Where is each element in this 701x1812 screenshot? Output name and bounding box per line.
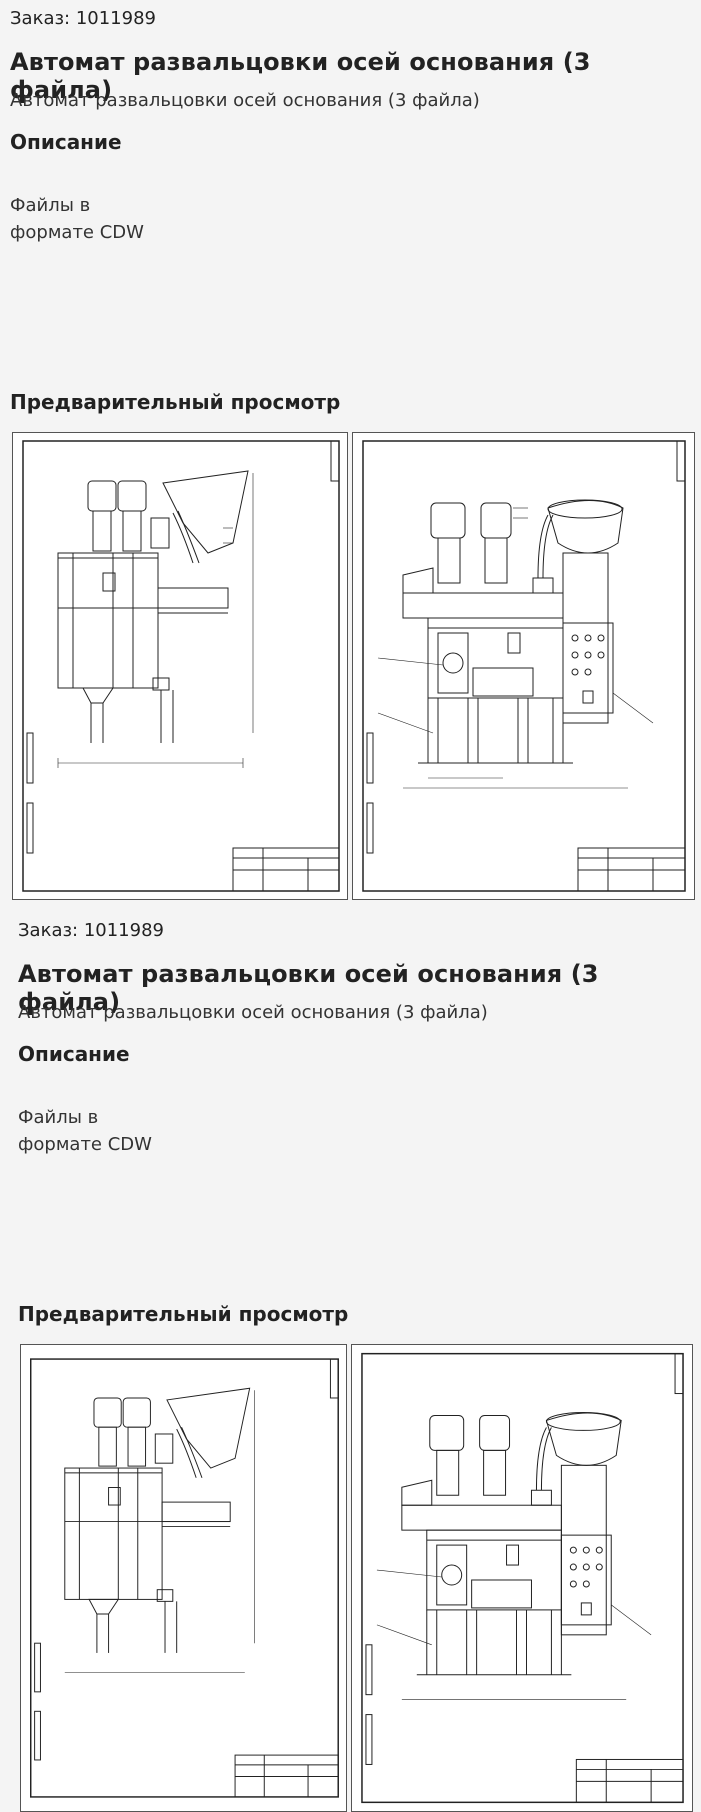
technical-drawing-side-view-icon [30,1358,339,1798]
order-number: Заказ: 1011989 [10,8,156,29]
preview-image-side-view[interactable] [12,432,348,900]
description-text: Файлы в формате CDW [18,1104,152,1158]
preview-image-front-view[interactable] [352,432,695,900]
product-title: Автомат развальцовки осей основания (3 ф… [10,48,591,104]
order-block-2: Заказ: 1011989 Автомат развальцовки осей… [0,912,701,1812]
description-line: формате CDW [10,222,144,243]
description-line: Файлы в [10,195,91,216]
preview-image-side-view[interactable] [20,1344,347,1812]
preview-gallery [12,432,698,900]
description-text: Файлы в формате CDW [10,192,144,246]
description-heading: Описание [18,1042,130,1066]
product-subtitle: Автомат развальцовки осей основания (3 ф… [10,90,480,111]
description-line: Файлы в [18,1107,99,1128]
preview-heading: Предварительный просмотр [10,390,341,414]
description-heading: Описание [10,130,122,154]
technical-drawing-front-view-icon [362,440,686,892]
order-number: Заказ: 1011989 [18,920,164,941]
technical-drawing-side-view-icon [22,440,340,892]
product-title: Автомат развальцовки осей основания (3 ф… [18,960,599,1016]
technical-drawing-front-view-icon [361,1352,684,1804]
product-subtitle: Автомат развальцовки осей основания (3 ф… [18,1002,488,1023]
description-line: формате CDW [18,1134,152,1155]
preview-gallery [20,1344,696,1812]
preview-heading: Предварительный просмотр [18,1302,349,1326]
preview-image-front-view[interactable] [351,1344,693,1812]
